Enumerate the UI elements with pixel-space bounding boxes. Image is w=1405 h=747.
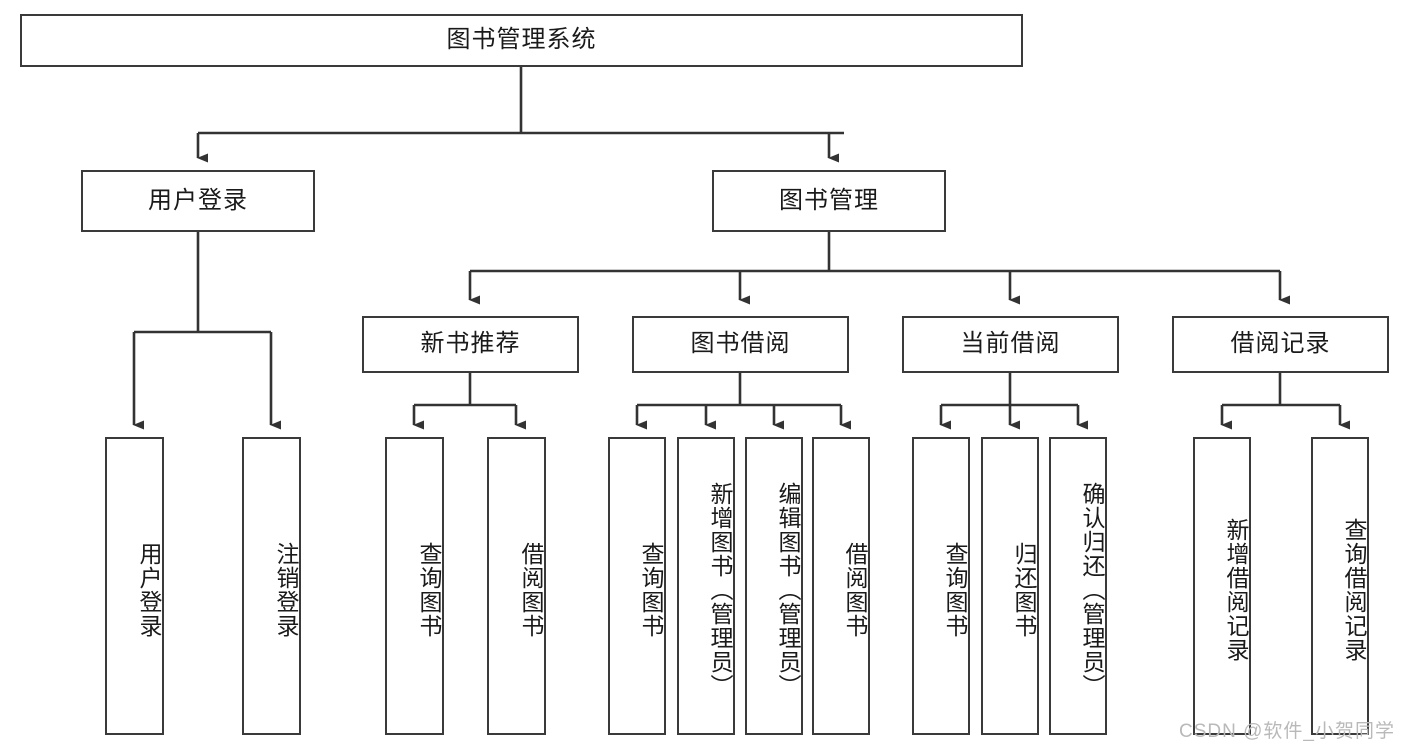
node-label: 编辑图书（管理员）: [775, 482, 801, 698]
node-label: 确认归还（管理员）: [1079, 482, 1105, 698]
leaf-user-login-signin[interactable]: 用户登录: [105, 437, 164, 735]
leaf-borrow-borrow-book[interactable]: 借阅图书: [812, 437, 870, 735]
leaf-recommend-query-book[interactable]: 查询图书: [385, 437, 444, 735]
node-label: 图书管理: [779, 186, 879, 214]
leaf-record-add-record[interactable]: 新增借阅记录: [1193, 437, 1251, 735]
leaf-borrow-query-book[interactable]: 查询图书: [608, 437, 666, 735]
node-label: 注销登录: [273, 542, 299, 638]
node-current-borrow[interactable]: 当前借阅: [902, 316, 1119, 373]
node-user-login[interactable]: 用户登录: [81, 170, 315, 232]
node-label: 借阅图书: [842, 542, 868, 638]
node-book-borrow[interactable]: 图书借阅: [632, 316, 849, 373]
node-book-management[interactable]: 图书管理: [712, 170, 946, 232]
node-borrow-record[interactable]: 借阅记录: [1172, 316, 1389, 373]
node-label: 新增借阅记录: [1223, 518, 1249, 662]
node-label: 借阅图书: [518, 542, 544, 638]
leaf-current-return-book[interactable]: 归还图书: [981, 437, 1039, 735]
leaf-borrow-add-book[interactable]: 新增图书（管理员）: [677, 437, 735, 735]
node-label: 归还图书: [1011, 542, 1037, 638]
node-label: 借阅记录: [1230, 330, 1331, 358]
leaf-current-query-book[interactable]: 查询图书: [912, 437, 970, 735]
node-label: 查询借阅记录: [1341, 518, 1367, 662]
watermark: CSDN @软件_小贺同学: [1179, 721, 1395, 742]
leaf-recommend-borrow-book[interactable]: 借阅图书: [487, 437, 546, 735]
node-label: 用户登录: [148, 186, 248, 214]
node-label: 图书借阅: [690, 330, 791, 358]
leaf-borrow-edit-book[interactable]: 编辑图书（管理员）: [745, 437, 803, 735]
node-label: 查询图书: [638, 542, 664, 638]
node-label: 查询图书: [942, 542, 968, 638]
node-label: 新增图书（管理员）: [707, 482, 733, 698]
node-label: 当前借阅: [960, 330, 1061, 358]
leaf-user-login-signout[interactable]: 注销登录: [242, 437, 301, 735]
node-label: 查询图书: [416, 542, 442, 638]
node-label: 用户登录: [136, 542, 162, 638]
node-new-book-recommend[interactable]: 新书推荐: [362, 316, 579, 373]
node-label: 新书推荐: [420, 330, 521, 358]
leaf-record-query-record[interactable]: 查询借阅记录: [1311, 437, 1369, 735]
leaf-current-confirm-return[interactable]: 确认归还（管理员）: [1049, 437, 1107, 735]
node-root-system[interactable]: 图书管理系统: [20, 14, 1023, 67]
node-label: 图书管理系统: [446, 26, 597, 54]
